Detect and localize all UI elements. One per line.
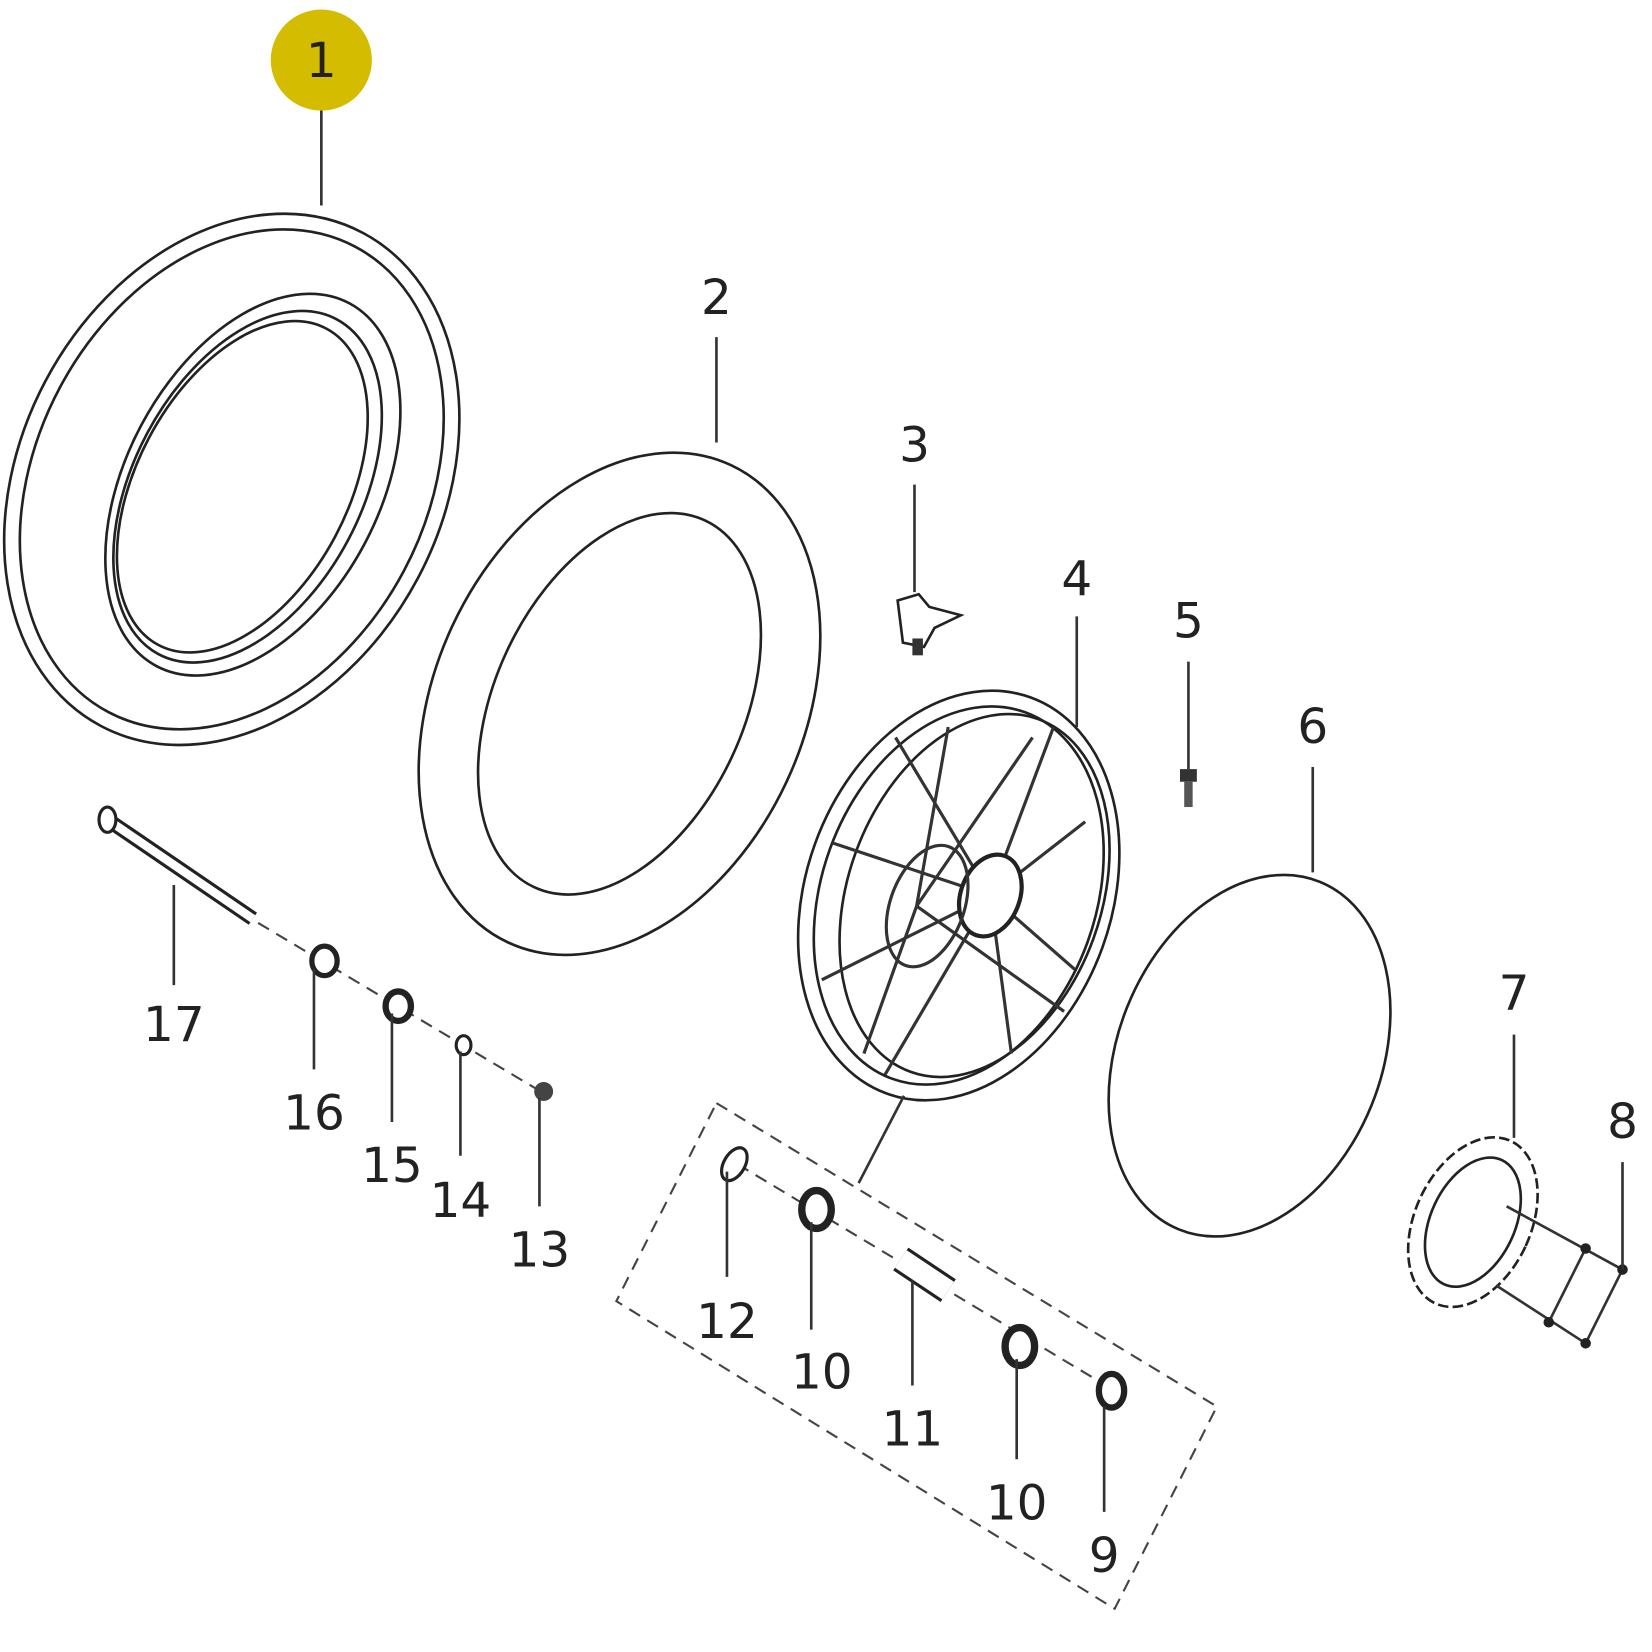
callout-1-selected[interactable]: 1	[270, 9, 372, 111]
callout-14[interactable]: 14	[430, 1173, 492, 1229]
callout-8[interactable]: 8	[1607, 1094, 1638, 1150]
part-hub-bearing-left[interactable]	[798, 1186, 835, 1233]
callout-7[interactable]: 7	[1499, 965, 1530, 1021]
callout-15[interactable]: 15	[361, 1138, 423, 1194]
part-axle[interactable]	[97, 805, 258, 925]
part-tire[interactable]	[0, 134, 549, 825]
part-hub-bearing-right[interactable]	[1001, 1323, 1039, 1370]
part-inner-tube[interactable]	[341, 387, 898, 1020]
part-circlip[interactable]	[716, 1143, 752, 1185]
callout-6[interactable]: 6	[1297, 699, 1328, 755]
part-hub-spacer[interactable]	[893, 1247, 956, 1303]
callout-12[interactable]: 12	[696, 1294, 758, 1350]
part-brake-disc[interactable]	[1383, 1116, 1624, 1345]
part-spacer[interactable]	[309, 943, 340, 979]
callout-9[interactable]: 9	[1089, 1528, 1120, 1584]
callout-13[interactable]: 13	[509, 1222, 571, 1278]
callout-11[interactable]: 11	[882, 1402, 944, 1458]
callout-10[interactable]: 10	[791, 1345, 853, 1401]
part-rim-band[interactable]	[1057, 832, 1442, 1278]
part-oil-seal[interactable]	[1095, 1370, 1128, 1411]
part-bearing[interactable]	[382, 988, 415, 1025]
callout-4[interactable]: 4	[1061, 551, 1092, 607]
part-spoked-wheel[interactable]	[743, 645, 1174, 1146]
part-valve[interactable]	[896, 592, 965, 656]
callout-16[interactable]: 16	[283, 1085, 345, 1141]
part-nut[interactable]	[534, 1082, 554, 1101]
callout-highlight	[270, 9, 372, 111]
callout-label: 1	[306, 33, 337, 89]
part-bolt[interactable]	[1180, 769, 1197, 808]
callout-2[interactable]: 2	[701, 270, 732, 326]
leader-lines	[172, 105, 1624, 1512]
callout-10[interactable]: 10	[986, 1475, 1048, 1531]
part-disc-bolts[interactable]	[1543, 1243, 1628, 1349]
hub-kit-box	[614, 1101, 1219, 1611]
callout-3[interactable]: 3	[899, 417, 930, 473]
callout-5[interactable]: 5	[1173, 593, 1204, 649]
part-washer[interactable]	[454, 1034, 473, 1057]
callout-17[interactable]: 17	[143, 997, 205, 1053]
